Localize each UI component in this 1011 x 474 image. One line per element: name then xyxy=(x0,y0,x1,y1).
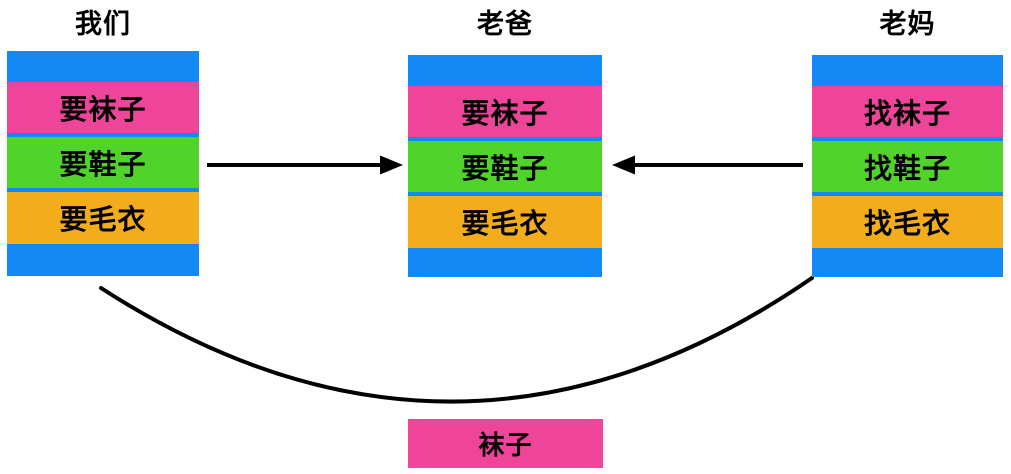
result-box-label: 袜子 xyxy=(478,431,533,461)
stack-mom-row-socks: 找袜子 xyxy=(812,86,1003,137)
stack-we-title: 我们 xyxy=(75,9,131,40)
stack-we-row-socks: 要袜子 xyxy=(7,82,199,133)
stack-dad-row-socks: 要袜子 xyxy=(408,86,602,137)
stack-mom-title: 老妈 xyxy=(879,9,936,40)
stack-dad-box: 要袜子 要鞋子 要毛衣 xyxy=(408,55,602,277)
stack-mom-row-sweater: 找毛衣 xyxy=(812,196,1003,248)
stack-we-row-shoes: 要鞋子 xyxy=(7,137,199,188)
stack-dad-row-shoes: 要鞋子 xyxy=(408,141,602,192)
stack-mom-box: 找袜子 找鞋子 找毛衣 xyxy=(812,55,1003,277)
stack-we-row-sweater: 要毛衣 xyxy=(7,192,199,244)
curve-we-to-mom xyxy=(99,276,814,404)
stack-dad-row-sweater: 要毛衣 xyxy=(408,196,602,248)
result-box-socks: 袜子 xyxy=(408,419,603,468)
arrow-we-to-dad xyxy=(207,155,403,175)
arrow-mom-to-dad xyxy=(612,155,803,175)
stack-dad-title: 老爸 xyxy=(477,9,533,40)
stack-mom-row-shoes: 找鞋子 xyxy=(812,141,1003,192)
stack-we-box: 要袜子 要鞋子 要毛衣 xyxy=(7,51,199,276)
